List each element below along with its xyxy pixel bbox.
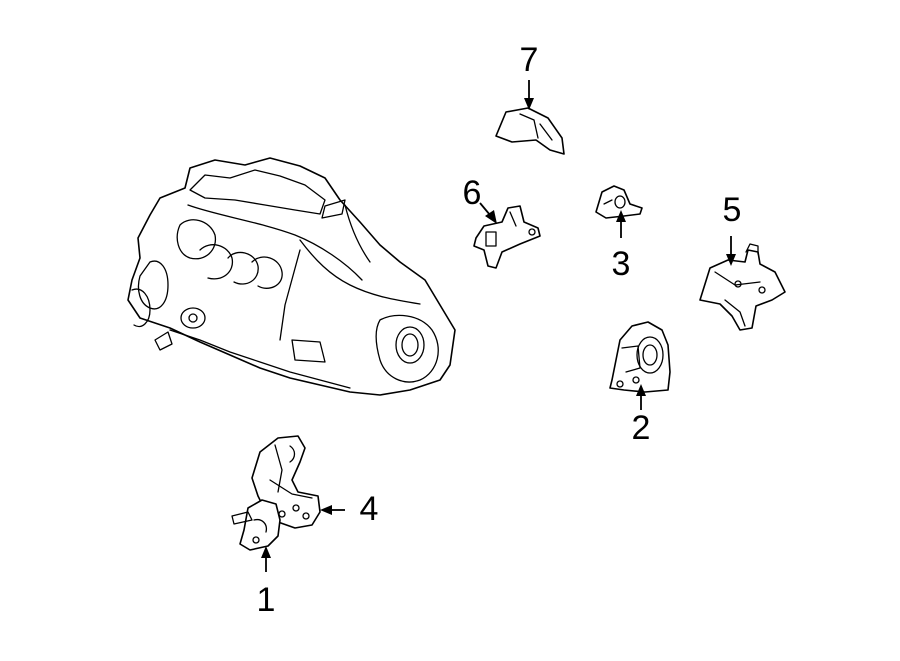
engine-mount-part-1 <box>231 499 281 551</box>
engine-transaxle-assembly <box>127 157 456 396</box>
insulator-part-3 <box>595 185 643 219</box>
callout-5: 5 <box>723 191 742 229</box>
callout-arrows <box>261 80 736 572</box>
bracket-part-7 <box>495 107 565 155</box>
callout-2: 2 <box>632 409 651 447</box>
callout-7: 7 <box>520 41 539 79</box>
engine-mount-part-2 <box>609 321 671 393</box>
callout-1: 1 <box>257 581 276 619</box>
callout-3: 3 <box>612 245 631 283</box>
callout-6: 6 <box>463 174 482 212</box>
bracket-part-6 <box>473 205 541 269</box>
mount-bracket-part-5 <box>699 243 786 331</box>
callout-4: 4 <box>360 490 379 528</box>
